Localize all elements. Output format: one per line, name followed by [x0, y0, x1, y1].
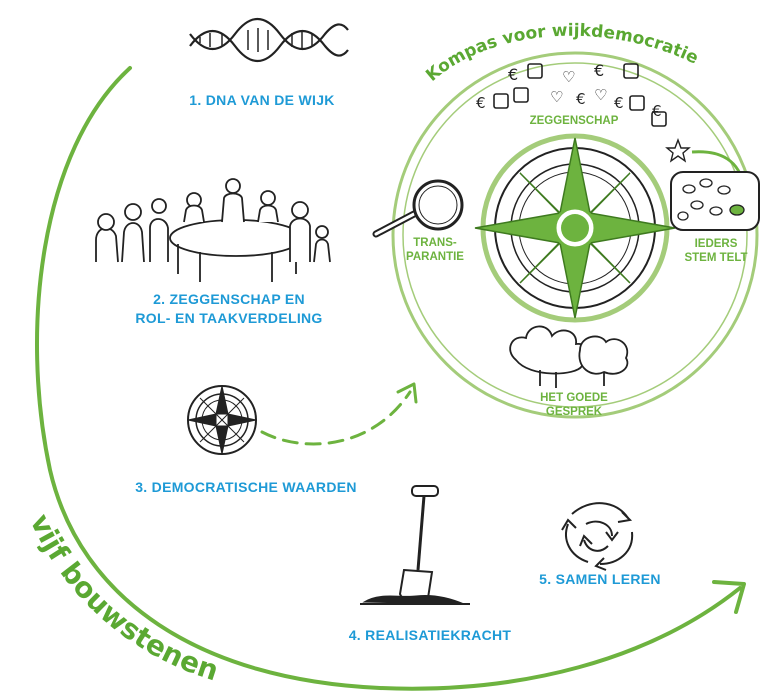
outer-cycle-arrowhead: [712, 580, 746, 614]
compass-rose: [474, 133, 676, 323]
outer-cycle-arc: [35, 66, 742, 691]
trees-icon: [509, 325, 629, 388]
magnifying-glass-icon: [372, 179, 464, 238]
dashed-arrow-head: [396, 382, 418, 404]
compass-right-label-line2: STEM TELT: [684, 252, 748, 264]
svg-text:♡: ♡: [562, 68, 575, 86]
voice-symbols-icon: € ♡ € € ♡ € ♡ € €: [476, 61, 667, 127]
compass-right-label-line1: IEDERS: [694, 238, 738, 250]
people-around-table-icon: [95, 178, 331, 282]
compass-left-label-line1: TRANS-: [413, 237, 457, 249]
block-1-label: 1. DNA VAN DE WIJK: [189, 92, 335, 108]
svg-text:€: €: [614, 94, 624, 112]
dna-helix-icon: [189, 18, 349, 62]
compass-top-label: ZEGGENSCHAP: [529, 115, 619, 127]
block-4-label: 4. REALISATIEKRACHT: [348, 627, 512, 643]
svg-text:€: €: [652, 102, 662, 120]
svg-text:€: €: [594, 61, 604, 80]
block-2-label-line1: 2. ZEGGENSCHAP EN: [153, 291, 305, 307]
block-2-label-line2: ROL- EN TAAKVERDELING: [135, 310, 323, 326]
svg-text:€: €: [576, 90, 586, 108]
shovel-icon: [360, 485, 470, 605]
cycle-arrows-icon: [561, 502, 634, 571]
compass-left-label-line2: PARANTIE: [406, 251, 464, 263]
svg-text:♡: ♡: [594, 86, 607, 104]
block-5-label: 5. SAMEN LEREN: [539, 571, 661, 587]
block-3-label: 3. DEMOCRATISCHE WAARDEN: [135, 479, 357, 495]
compass-rose-icon: [187, 385, 257, 455]
compass-outer-ring: [391, 51, 759, 419]
dashed-arrow: [260, 390, 412, 446]
compass-bottom-label-line2: GESPREK: [545, 406, 603, 418]
svg-text:€: €: [508, 65, 518, 84]
svg-text:♡: ♡: [550, 88, 563, 106]
svg-text:€: €: [476, 94, 486, 112]
compass-bottom-label-line1: HET GOEDE: [540, 392, 608, 404]
compass-inner-ring: [402, 62, 748, 408]
star-and-pebbles-icon: [665, 138, 760, 231]
